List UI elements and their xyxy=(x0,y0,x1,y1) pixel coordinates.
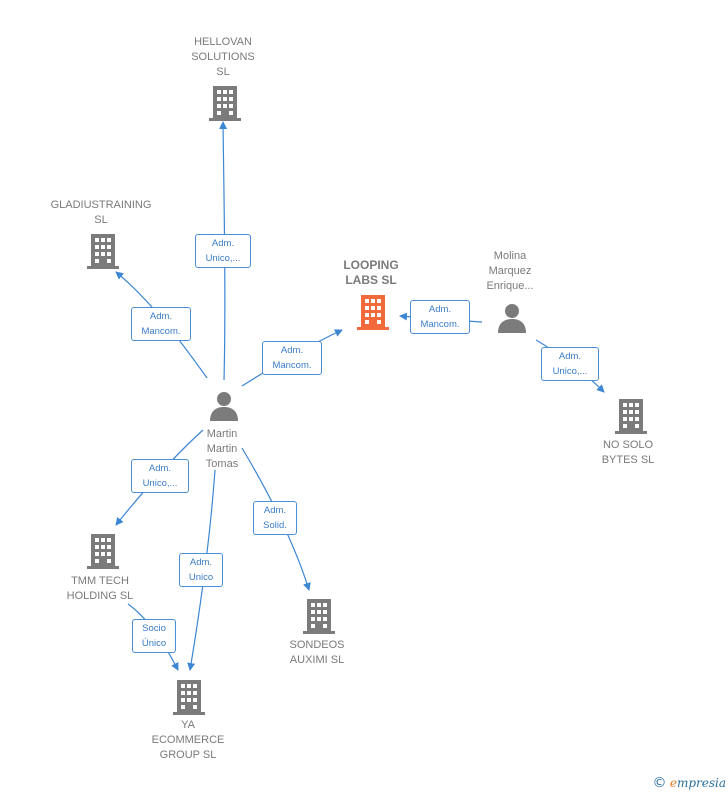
edge-label-molina-looping: Adm. Mancom. xyxy=(410,300,470,334)
building-icon[interactable] xyxy=(614,398,648,434)
building-icon[interactable] xyxy=(356,294,390,330)
copyright-icon: © xyxy=(652,775,667,791)
edge-label-martin-hellovan: Adm. Unico,... xyxy=(195,234,251,268)
brand-logo[interactable]: empresia xyxy=(670,776,726,790)
person-icon[interactable] xyxy=(496,302,528,334)
edge-label-martin-sondeos: Adm. Solid. xyxy=(253,501,297,535)
edge-label-martin-looping: Adm. Mancom. xyxy=(262,341,322,375)
node-label-looping[interactable]: LOOPING LABS SL xyxy=(343,258,399,287)
node-label-martin[interactable]: Martin Martin Tomas xyxy=(205,428,239,470)
edge-label-tmm-ya: Socio Único xyxy=(132,619,176,653)
node-label-gladius[interactable]: GLADIUSTRAINING SL xyxy=(50,199,152,226)
building-icon[interactable] xyxy=(86,233,120,269)
brand-initial: e xyxy=(669,776,677,790)
edge-label-martin-ya: Adm. Unico xyxy=(179,553,223,587)
person-icon[interactable] xyxy=(208,390,240,422)
building-icon[interactable] xyxy=(86,533,120,569)
edge-label-martin-gladius: Adm. Mancom. xyxy=(131,307,191,341)
node-label-hellovan[interactable]: HELLOVAN SOLUTIONS SL xyxy=(191,36,255,78)
edge-label-martin-tmm: Adm. Unico,... xyxy=(131,459,189,493)
node-label-molina[interactable]: Molina Marquez Enrique... xyxy=(486,250,534,292)
edge-label-molina-nosolo: Adm. Unico,... xyxy=(541,347,599,381)
node-label-tmm[interactable]: TMM TECH HOLDING SL xyxy=(66,575,134,602)
building-icon[interactable] xyxy=(302,598,336,634)
building-icon[interactable] xyxy=(208,85,242,121)
node-label-ya[interactable]: YA ECOMMERCE GROUP SL xyxy=(151,719,225,761)
building-icon[interactable] xyxy=(172,679,206,715)
footer-credit: © empresia xyxy=(652,775,726,791)
node-label-sondeos[interactable]: SONDEOS AUXIMI SL xyxy=(289,639,345,666)
brand-rest: mpresia xyxy=(676,776,726,790)
node-label-nosolo[interactable]: NO SOLO BYTES SL xyxy=(601,439,655,466)
